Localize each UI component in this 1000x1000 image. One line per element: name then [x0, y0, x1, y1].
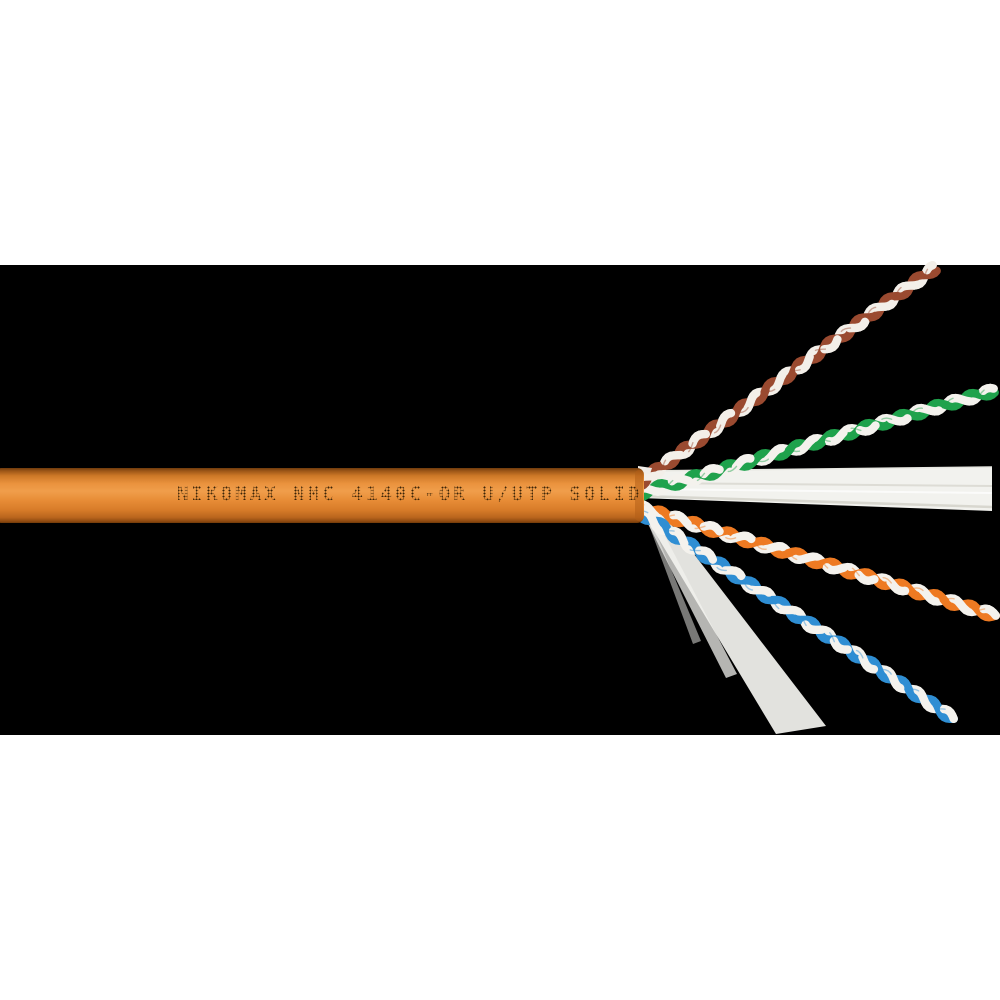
rip-film-faint [646, 517, 701, 644]
cable-print-text: NIKOMAX NMC 4140C-OR U/UTP SOLID [177, 483, 643, 505]
cross-spline [639, 466, 993, 511]
rip-film-narrow [646, 515, 737, 678]
pair-green-white [629, 383, 999, 501]
pair-brown-white [629, 261, 941, 492]
rip-film-wide [648, 512, 826, 734]
pair-blue-white [633, 506, 958, 723]
cable-jacket [0, 468, 644, 523]
jacket-cut-edge [635, 470, 643, 521]
pair-orange-white [629, 500, 1000, 622]
